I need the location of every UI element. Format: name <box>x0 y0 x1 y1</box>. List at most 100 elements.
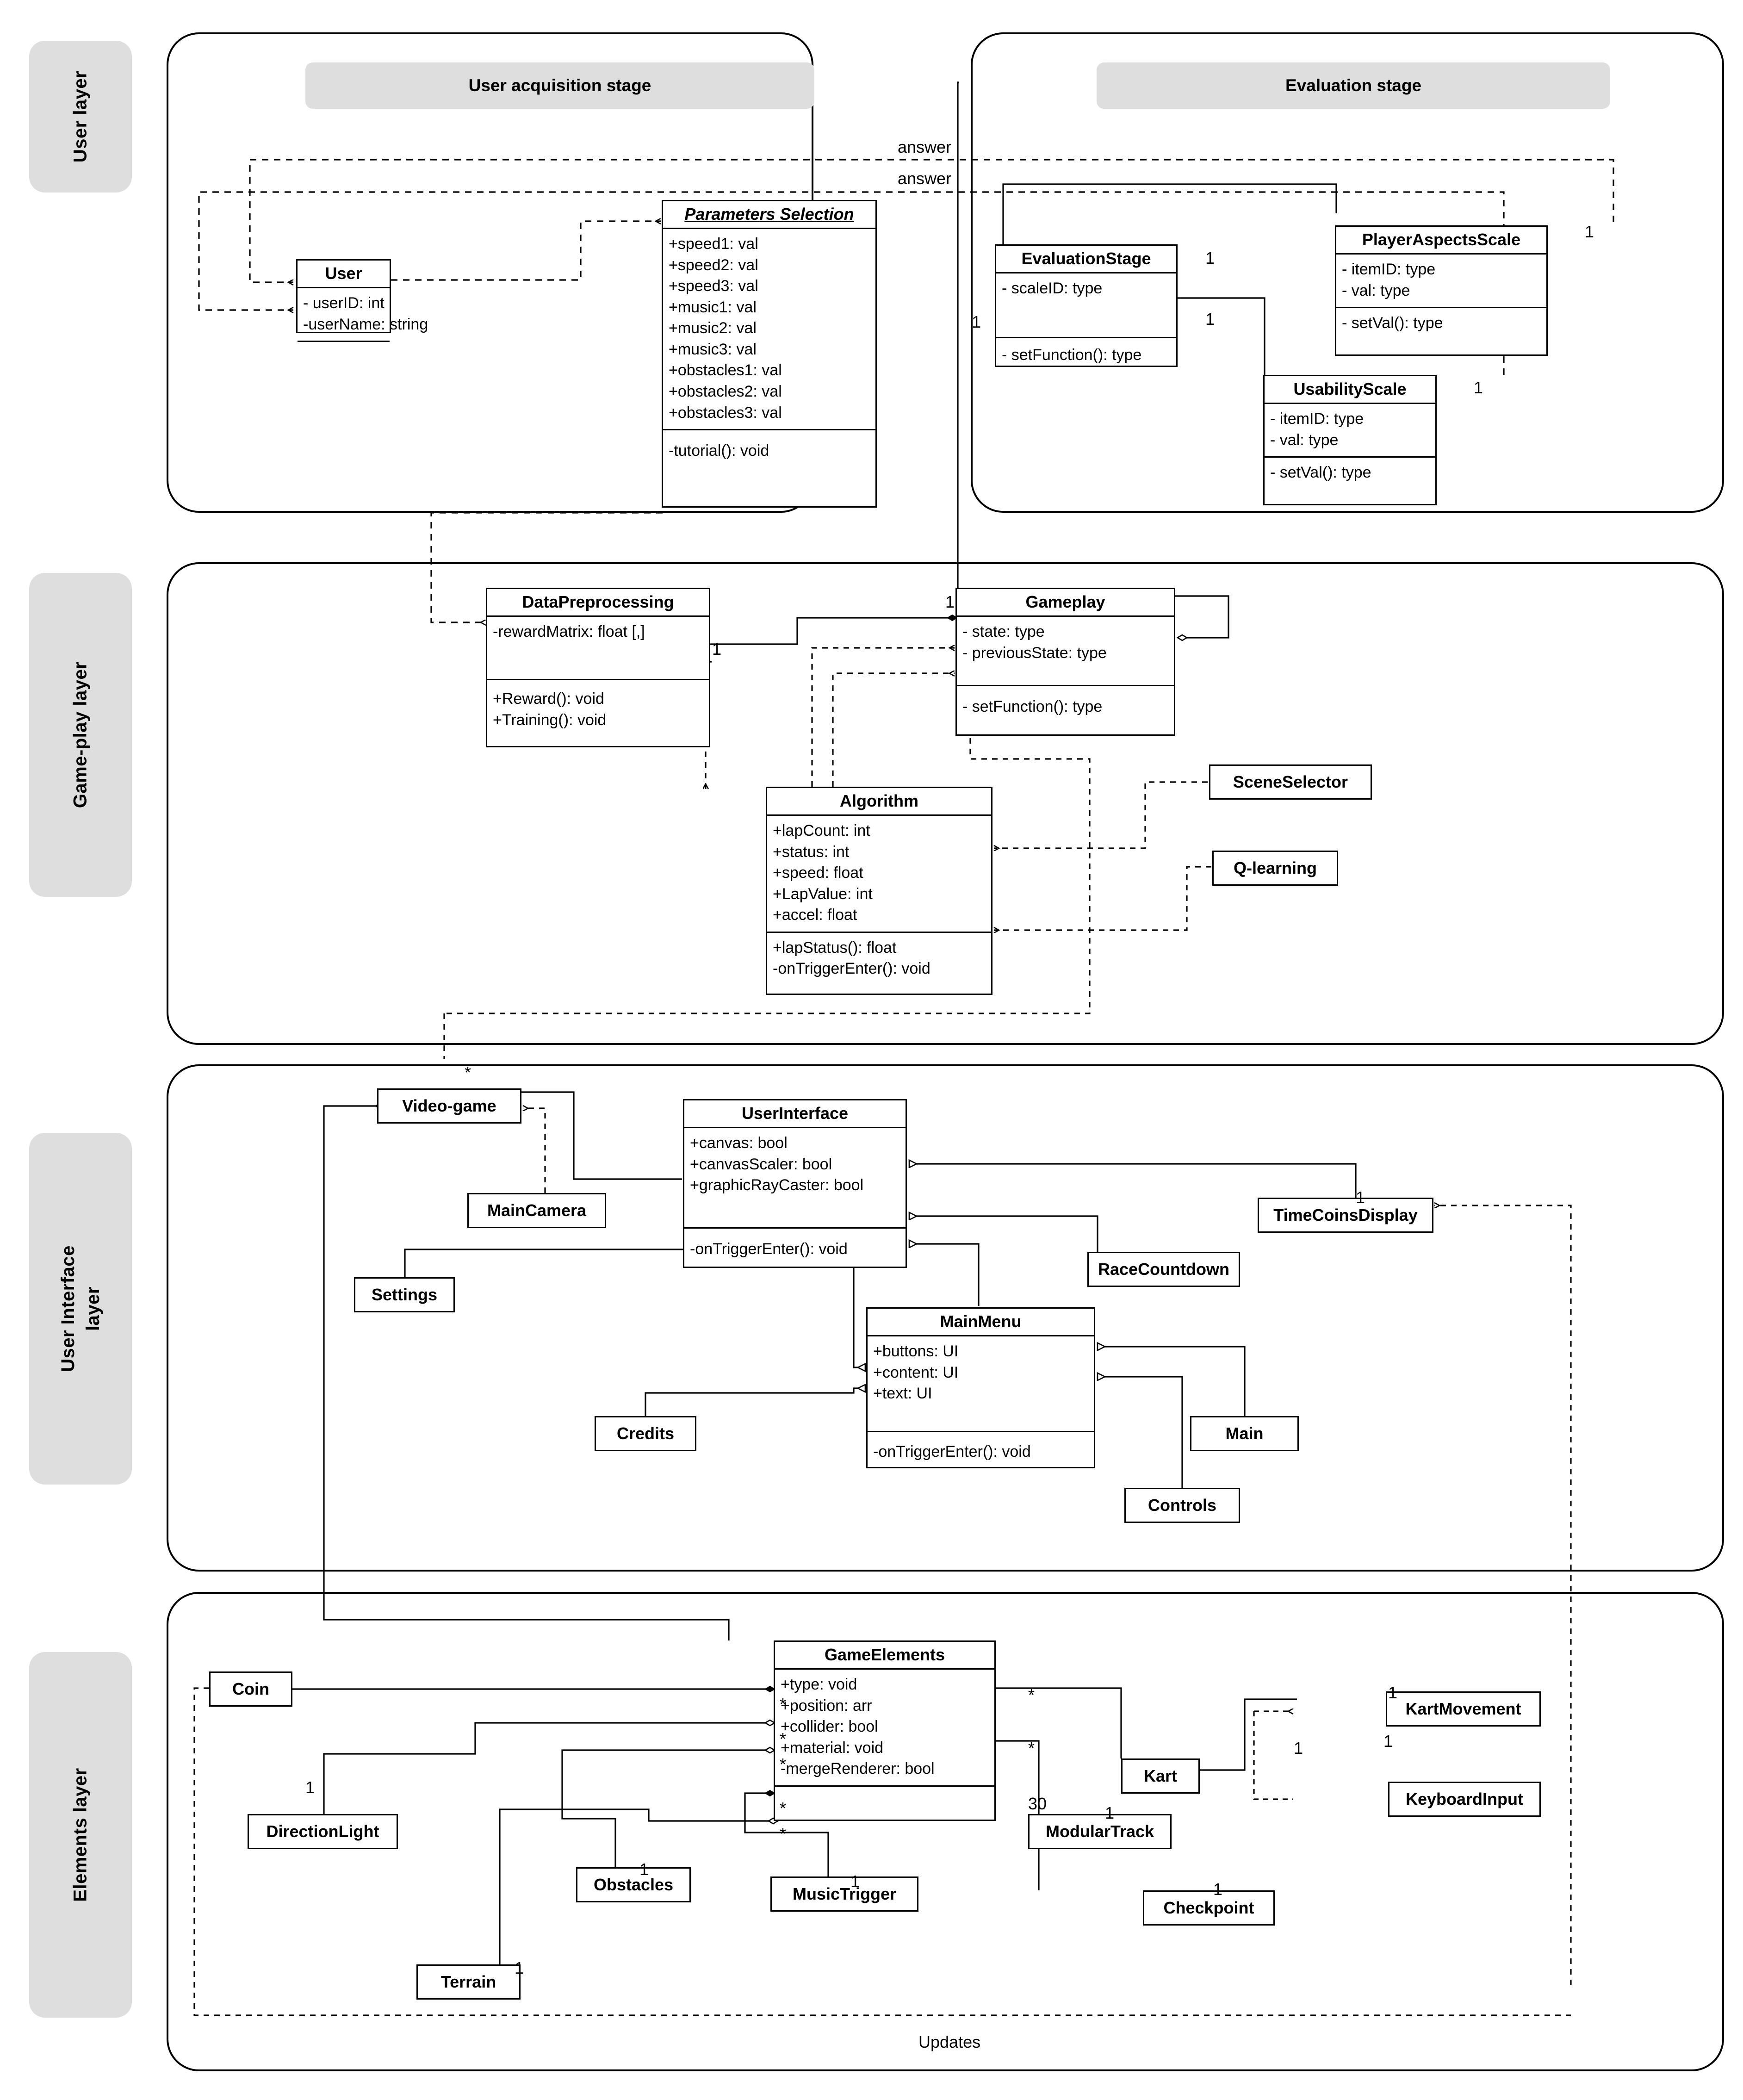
attr: +type: void <box>781 1676 857 1694</box>
class-usability-scale[interactable]: UsabilityScale - itemID: type - val: typ… <box>1263 375 1437 505</box>
attr: +canvas: bool <box>690 1134 788 1152</box>
class-parameters-selection[interactable]: Parameters Selection +speed1: val +speed… <box>662 200 877 508</box>
attr: +speed1: val <box>669 235 758 253</box>
class-kart[interactable]: Kart <box>1121 1758 1200 1794</box>
class-player-aspects-scale-attributes: - itemID: type - val: type <box>1336 255 1546 309</box>
class-main-camera-name: MainCamera <box>487 1200 587 1220</box>
multiplicity-label: 1 <box>1105 1803 1115 1822</box>
class-data-preprocessing[interactable]: DataPreprocessing -rewardMatrix: float [… <box>486 588 710 747</box>
layer-label-user: User layer <box>70 70 91 163</box>
multiplicity-label: 1 <box>1474 378 1483 397</box>
class-terrain[interactable]: Terrain <box>416 1964 521 2000</box>
class-time-coins-display[interactable]: TimeCoinsDisplay <box>1258 1198 1433 1233</box>
class-video-game-name: Video-game <box>402 1096 496 1115</box>
method: - setFunction(): type <box>962 698 1103 716</box>
method: -onTriggerEnter(): void <box>873 1443 1031 1461</box>
edge-label-answer-1: answer <box>898 137 952 156</box>
class-player-aspects-scale-name: PlayerAspectsScale <box>1336 227 1546 255</box>
class-scene-selector-name: SceneSelector <box>1233 772 1348 791</box>
class-user[interactable]: User - userID: int -userName: string <box>296 259 428 342</box>
class-checkpoint[interactable]: Checkpoint <box>1143 1890 1275 1926</box>
class-evaluation-stage[interactable]: EvaluationStage - scaleID: type - setFun… <box>995 244 1178 367</box>
attr: +speed2: val <box>669 256 758 274</box>
multiplicity-label: 1 <box>850 1872 860 1891</box>
attr: - state: type <box>962 623 1045 641</box>
class-coin[interactable]: Coin <box>209 1671 292 1707</box>
class-main-menu-methods: -onTriggerEnter(): void <box>868 1432 1094 1468</box>
class-data-preprocessing-methods: +Reward(): void +Training(): void <box>487 680 709 736</box>
attr: - previousState: type <box>962 644 1107 662</box>
edge-label-answer-2: answer <box>898 169 952 188</box>
class-video-game[interactable]: Video-game <box>377 1088 521 1124</box>
class-player-aspects-scale[interactable]: PlayerAspectsScale - itemID: type - val:… <box>1335 225 1548 356</box>
attr: - userID: int <box>303 294 385 312</box>
multiplicity-label: 30 <box>1028 1794 1047 1813</box>
class-keyboard-input[interactable]: KeyboardInput <box>1388 1782 1541 1817</box>
stage-header-user-acquisition: User acquisition stage <box>305 62 814 109</box>
class-gameplay[interactable]: Gameplay - state: type - previousState: … <box>955 588 1175 736</box>
class-q-learning-name: Q-learning <box>1233 858 1317 877</box>
multiplicity-label: 1 <box>1205 249 1215 267</box>
multiplicity-label: * <box>780 1695 787 1714</box>
class-music-trigger[interactable]: MusicTrigger <box>770 1876 918 1912</box>
class-terrain-name: Terrain <box>440 1972 496 1991</box>
class-keyboard-input-name: KeyboardInput <box>1405 1789 1523 1808</box>
class-main-menu-name: MainMenu <box>868 1309 1094 1337</box>
multiplicity-label: 1 <box>1388 1683 1398 1702</box>
stage-header-evaluation: Evaluation stage <box>1097 62 1610 109</box>
attr: +position: arr <box>781 1696 872 1715</box>
class-data-preprocessing-name: DataPreprocessing <box>487 589 709 617</box>
method: +Reward(): void <box>493 690 604 708</box>
class-scene-selector[interactable]: SceneSelector <box>1209 764 1372 800</box>
class-user-interface[interactable]: UserInterface +canvas: bool +canvasScale… <box>683 1099 907 1268</box>
class-main[interactable]: Main <box>1190 1416 1299 1451</box>
class-gameplay-methods: - setFunction(): type <box>957 686 1174 723</box>
class-main-camera[interactable]: MainCamera <box>467 1193 606 1228</box>
class-gameplay-name: Gameplay <box>957 589 1174 617</box>
method: +Training(): void <box>493 711 607 729</box>
class-race-countdown-name: RaceCountdown <box>1098 1259 1229 1279</box>
class-parameters-selection-attributes: +speed1: val +speed2: val +speed3: val +… <box>663 229 875 431</box>
multiplicity-label: 1 <box>945 592 955 611</box>
attr: +music1: val <box>669 298 757 316</box>
multiplicity-label: * <box>1028 1739 1035 1758</box>
class-parameters-selection-methods: -tutorial(): void <box>663 430 875 467</box>
attr: +graphicRayCaster: bool <box>690 1176 864 1194</box>
layer-label-ui-line2: layer <box>83 1286 103 1331</box>
layer-container-gameplay <box>167 562 1724 1045</box>
class-game-elements[interactable]: GameElements +type: void +position: arr … <box>774 1640 996 1821</box>
layer-label-elements: Elements layer <box>70 1768 91 1902</box>
class-settings-name: Settings <box>371 1285 437 1304</box>
multiplicity-label: 1 <box>1356 1188 1365 1207</box>
class-player-aspects-scale-methods: - setVal(): type <box>1336 308 1546 340</box>
method: +lapStatus(): float <box>773 938 897 957</box>
attr: - itemID: type <box>1270 410 1364 428</box>
class-kart-movement[interactable]: KartMovement <box>1386 1691 1541 1727</box>
layer-container-ui <box>167 1064 1724 1572</box>
attr: +collider: bool <box>781 1718 878 1736</box>
class-race-countdown[interactable]: RaceCountdown <box>1087 1252 1240 1287</box>
multiplicity-label: * <box>465 1063 471 1082</box>
class-obstacles-name: Obstacles <box>593 1875 674 1894</box>
class-algorithm[interactable]: Algorithm +lapCount: int +status: int +s… <box>766 787 992 995</box>
class-obstacles[interactable]: Obstacles <box>576 1867 691 1902</box>
method: - setVal(): type <box>1270 464 1371 482</box>
multiplicity-label: 1 <box>712 640 722 659</box>
method: -tutorial(): void <box>669 442 769 460</box>
multiplicity-label: * <box>780 1729 787 1748</box>
layer-label-gameplay: Game-play layer <box>70 661 91 808</box>
class-controls[interactable]: Controls <box>1124 1488 1240 1523</box>
class-settings[interactable]: Settings <box>354 1277 455 1312</box>
class-modular-track[interactable]: ModularTrack <box>1028 1814 1172 1849</box>
class-q-learning[interactable]: Q-learning <box>1212 851 1338 886</box>
class-credits[interactable]: Credits <box>595 1416 696 1451</box>
attr: - scaleID: type <box>1002 280 1103 298</box>
class-usability-scale-attributes: - itemID: type - val: type <box>1265 404 1435 458</box>
multiplicity-label: 1 <box>972 312 981 331</box>
attr: +speed: float <box>773 864 863 882</box>
class-main-menu[interactable]: MainMenu +buttons: UI +content: UI +text… <box>866 1307 1095 1468</box>
class-direction-light[interactable]: DirectionLight <box>248 1814 398 1849</box>
multiplicity-label: 1 <box>639 1860 649 1879</box>
attr: - val: type <box>1342 281 1410 299</box>
attr: -userName: string <box>303 315 428 333</box>
